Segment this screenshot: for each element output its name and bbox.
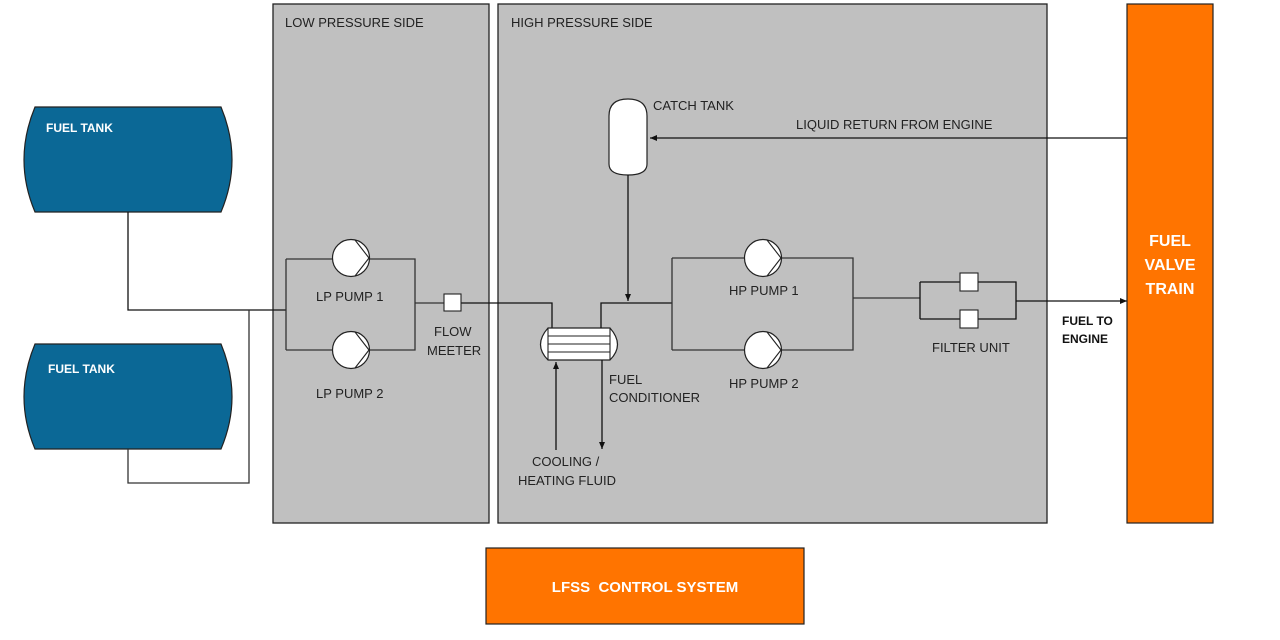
catch-tank[interactable]: CATCH TANK xyxy=(608,98,734,176)
lp-pump-1-label: LP PUMP 1 xyxy=(316,289,383,304)
hp-pump-2-label: HP PUMP 2 xyxy=(729,376,799,391)
fuel-tank-2[interactable]: FUEL TANK xyxy=(23,343,233,450)
filter-unit[interactable]: FILTER UNIT xyxy=(919,272,1017,355)
fuel-tank-2-label: FUEL TANK xyxy=(48,362,115,376)
hp-pump-loop xyxy=(671,257,920,351)
lp-pump-1[interactable]: LP PUMP 1 xyxy=(316,238,383,305)
low-pressure-label: LOW PRESSURE SIDE xyxy=(285,15,424,30)
tank-supply-piping xyxy=(127,212,286,484)
valve-train-label-line2: VALVE xyxy=(1145,257,1196,274)
cooling-fluid-label-line2: HEATING FLUID xyxy=(518,473,616,488)
liquid-return-line: LIQUID RETURN FROM ENGINE xyxy=(650,117,1127,141)
fuel-to-engine-label-line1: FUEL TO xyxy=(1062,314,1113,328)
low-pressure-panel: LOW PRESSURE SIDE xyxy=(272,3,490,524)
high-pressure-label: HIGH PRESSURE SIDE xyxy=(511,15,653,30)
liquid-return-label: LIQUID RETURN FROM ENGINE xyxy=(796,117,993,132)
fuel-conditioner-label-line2: CONDITIONER xyxy=(609,390,700,405)
fuel-tank-1-label: FUEL TANK xyxy=(46,121,113,135)
control-system-label: LFSS CONTROL SYSTEM xyxy=(552,579,738,596)
cooling-fluid-lines: COOLING / HEATING FLUID xyxy=(518,360,616,488)
fuel-to-engine-line: FUEL TO ENGINE xyxy=(1016,298,1127,346)
catch-tank-label: CATCH TANK xyxy=(653,98,734,113)
fuel-valve-train[interactable]: FUEL VALVE TRAIN xyxy=(1126,3,1214,524)
valve-train-label-line3: TRAIN xyxy=(1146,281,1195,298)
fuel-to-engine-label-line2: ENGINE xyxy=(1062,332,1108,346)
lp-pump-2-label: LP PUMP 2 xyxy=(316,386,383,401)
hp-pump-2[interactable]: HP PUMP 2 xyxy=(729,330,799,392)
lp-pump-2[interactable]: LP PUMP 2 xyxy=(316,330,383,402)
fuel-conditioner[interactable]: FUEL CONDITIONER xyxy=(539,327,701,405)
flow-meter-label-line1: FLOW xyxy=(434,324,472,339)
valve-train-label-line1: FUEL xyxy=(1149,233,1191,250)
hp-pump-1[interactable]: HP PUMP 1 xyxy=(729,238,799,299)
filter-element-2 xyxy=(959,309,979,329)
hp-pump-1-label: HP PUMP 1 xyxy=(729,283,799,298)
conditioner-outlet-line xyxy=(600,302,672,328)
flow-meter-label-line2: MEETER xyxy=(427,343,481,358)
filter-unit-label: FILTER UNIT xyxy=(932,340,1010,355)
lp-pump-loop xyxy=(285,258,553,351)
cooling-fluid-label-line1: COOLING / xyxy=(532,454,600,469)
fuel-conditioner-label-line1: FUEL xyxy=(609,372,642,387)
flow-meter[interactable]: FLOW MEETER xyxy=(427,293,481,358)
filter-element-1 xyxy=(959,272,979,292)
fuel-tank-1[interactable]: FUEL TANK xyxy=(23,106,233,213)
lfss-control-system[interactable]: LFSS CONTROL SYSTEM xyxy=(485,547,805,625)
